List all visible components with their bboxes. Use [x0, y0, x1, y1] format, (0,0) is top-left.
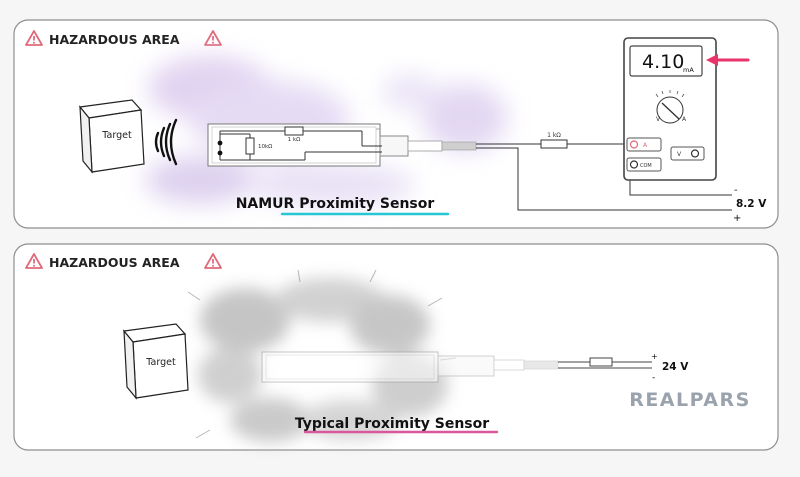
- typical-sensor-caption: Typical Proximity Sensor: [295, 416, 489, 432]
- target-cube: Target: [122, 323, 189, 400]
- multimeter: 4.10 mA V A A COM: [623, 37, 717, 181]
- hazard-icon: [25, 253, 43, 269]
- signal-waves-icon: [154, 118, 178, 166]
- resistor-10k-internal: [245, 137, 255, 155]
- supply-voltage: 8.2 V: [736, 198, 767, 210]
- hazard-icon: [25, 30, 43, 46]
- sensor-caption: NAMUR Proximity Sensor: [236, 196, 435, 212]
- supply-plus: +: [733, 213, 741, 224]
- namur-sensor: 1 kΩ 10kΩ: [207, 123, 477, 167]
- typical-supply-voltage: 24 V: [662, 361, 689, 373]
- resistor-1k-internal: [284, 126, 304, 136]
- terminal-dot: [217, 140, 223, 146]
- hazard-icon: [204, 30, 222, 46]
- typical-resistor: [589, 357, 613, 367]
- dial-a-label: A: [682, 116, 687, 123]
- panel-namur: HAZARDOUS AREA Target: [13, 19, 779, 229]
- resistor-1k-external: [540, 139, 568, 149]
- terminal-dot: [217, 150, 223, 156]
- port-a-label: A: [643, 142, 648, 149]
- dial-icon[interactable]: V A: [655, 90, 687, 124]
- meter-reading: 4.10: [642, 51, 684, 73]
- port-com-jack: [629, 160, 639, 169]
- supply-minus: -: [734, 185, 738, 196]
- panel-typical-heading: HAZARDOUS AREA: [25, 253, 222, 270]
- hazard-heading-text: HAZARDOUS AREA: [49, 32, 180, 47]
- typical-supply-minus: -: [652, 373, 655, 383]
- panel-typical: HAZARDOUS AREA: [13, 243, 779, 451]
- port-com-label: COM: [640, 163, 652, 169]
- resistor-10k-label: 10kΩ: [258, 144, 272, 150]
- target-label: Target: [145, 357, 176, 368]
- meter-display: [629, 45, 703, 77]
- typical-cable: [558, 361, 652, 369]
- resistor-1k-label: 1 kΩ: [288, 137, 301, 143]
- typical-sensor: [261, 351, 559, 383]
- brand-logo: REALPARS: [629, 389, 751, 411]
- port-v-jack: [690, 149, 700, 158]
- arrow-icon: [706, 54, 750, 66]
- hazard-icon: [204, 253, 222, 269]
- hazard-heading-text: HAZARDOUS AREA: [49, 255, 180, 270]
- typical-supply-plus: +: [651, 352, 658, 361]
- resistor-1k-external-label: 1 kΩ: [547, 132, 561, 139]
- dial-v-label: V: [656, 116, 661, 123]
- meter-unit: mA: [683, 66, 694, 74]
- target-cube: Target: [78, 99, 145, 174]
- panel-namur-heading: HAZARDOUS AREA: [25, 30, 222, 47]
- internal-circuit: [219, 130, 382, 161]
- target-label: Target: [101, 130, 132, 141]
- port-v-label: V: [677, 151, 682, 158]
- port-a-jack: [629, 140, 639, 149]
